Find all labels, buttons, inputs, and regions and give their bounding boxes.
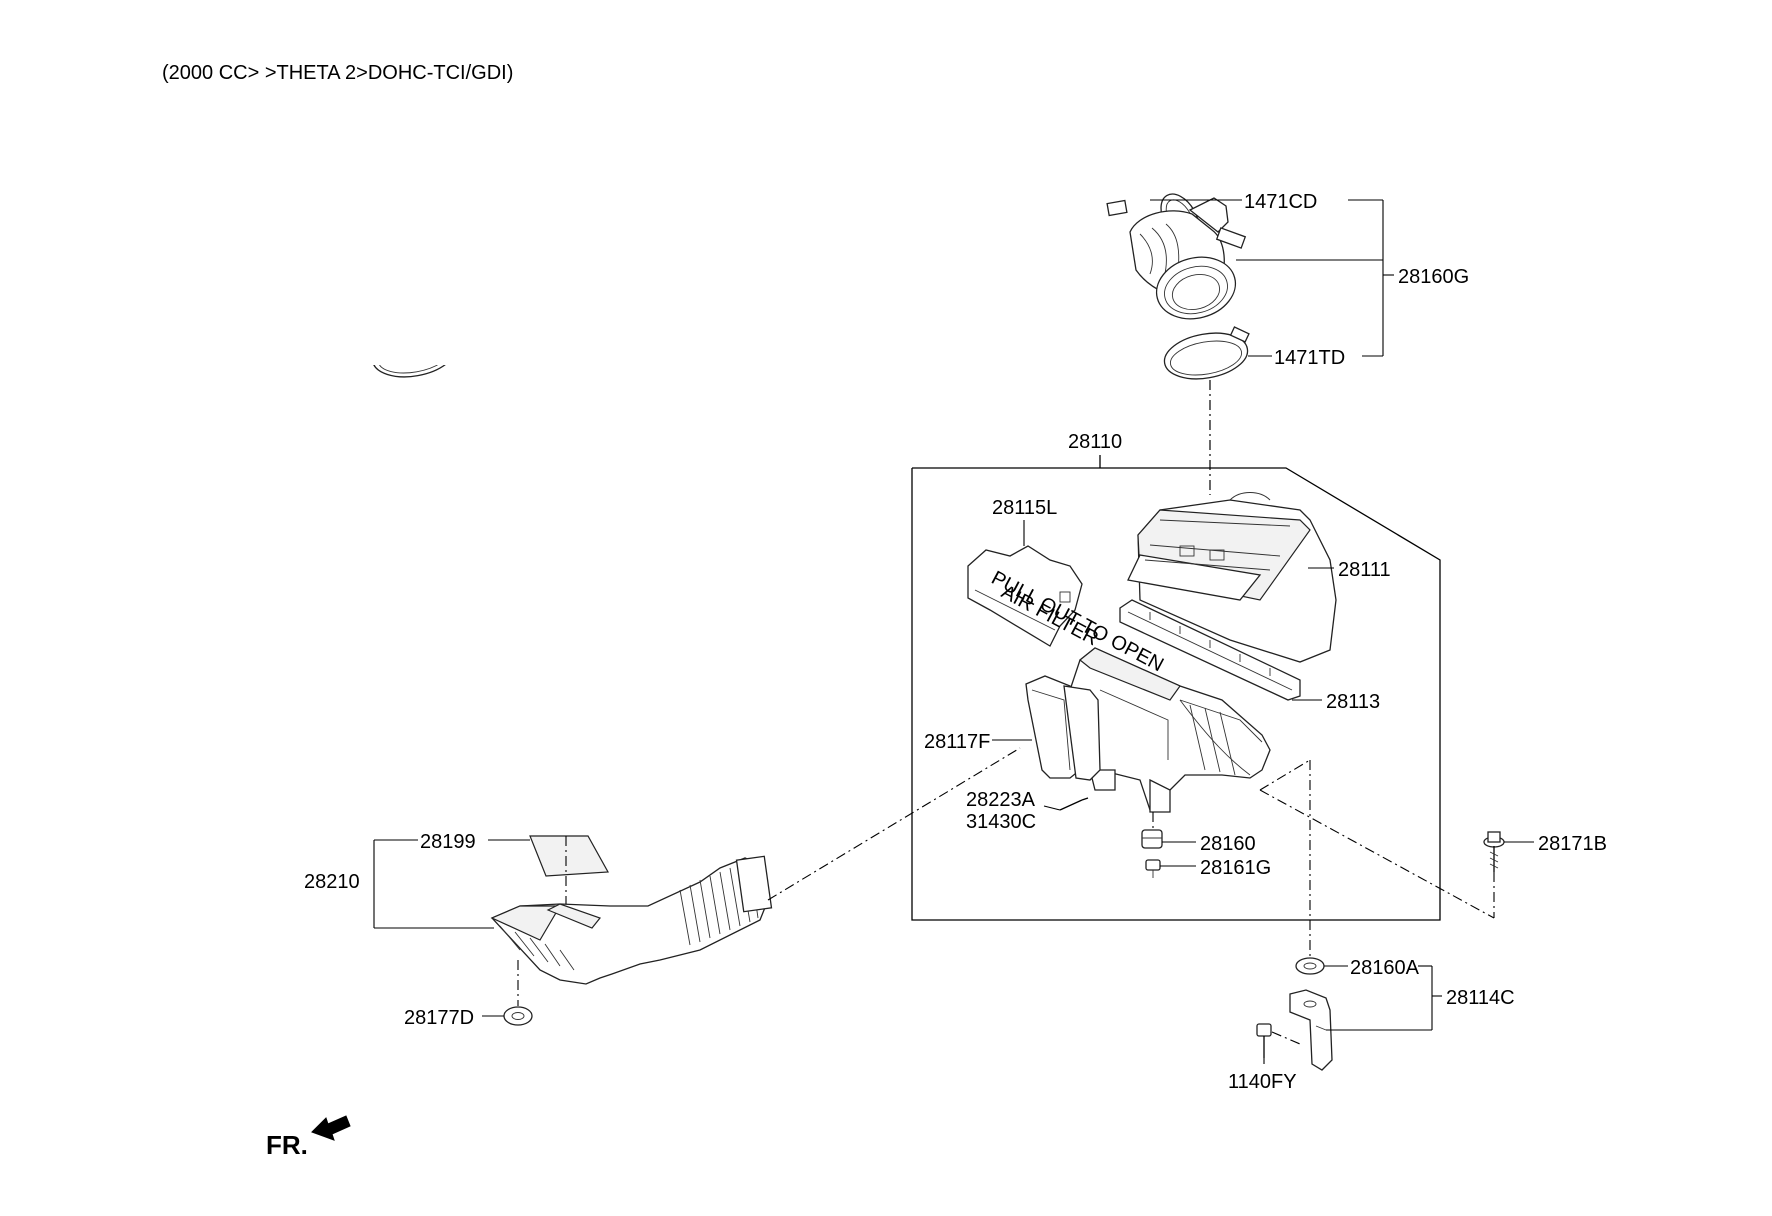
intake-hose-assembly-final	[1106, 193, 1250, 380]
hose-leader-lines	[1150, 199, 1394, 357]
label-28114C: 28114C	[1446, 987, 1515, 1009]
leader-28114C	[1324, 965, 1442, 1031]
label-28210: 28210	[304, 871, 360, 893]
air-cleaner-assembly-outline	[911, 455, 1441, 921]
label-28110: 28110	[1068, 431, 1122, 453]
leader-28210	[373, 839, 530, 929]
dashed-connections	[517, 747, 1495, 1006]
duct-strip	[546, 903, 601, 929]
bolt-28171B	[1483, 831, 1505, 872]
label-1471TD: 1471TD	[1274, 347, 1345, 369]
grommet-28160A	[1295, 957, 1325, 975]
grommet-28177D	[503, 1006, 533, 1026]
duct-label-sticker	[529, 835, 609, 877]
bolt-28223A	[1059, 797, 1089, 811]
label-1140FY: 1140FY	[1228, 1071, 1297, 1093]
label-28177D: 28177D	[404, 1007, 474, 1029]
grommet-28160	[1141, 829, 1163, 849]
bolt-1140FY	[1256, 1023, 1301, 1058]
filter-element-frame	[1119, 599, 1301, 701]
label-28160A: 28160A	[1350, 957, 1420, 979]
label-28223A: 28223A	[966, 789, 1036, 811]
label-28199: 28199	[420, 831, 476, 853]
air-cleaner-lower-housing	[1069, 647, 1271, 813]
leader-28223A	[1043, 805, 1061, 811]
label-28113: 28113	[1326, 691, 1380, 713]
label-28115L: 28115L	[992, 497, 1057, 519]
label-28161G: 28161G	[1200, 857, 1271, 879]
label-28160G: 28160G	[1398, 266, 1469, 288]
label-1471CD: 1471CD	[1244, 191, 1317, 213]
mounting-bracket	[1289, 989, 1333, 1071]
label-28111: 28111	[1338, 559, 1391, 581]
label-31430C: 31430C	[966, 811, 1036, 833]
diagram-title: (2000 CC> >THETA 2>DOHC-TCI/GDI)	[162, 62, 513, 84]
air-cleaner-lid	[1127, 492, 1337, 663]
front-orientation-label: FR.	[266, 1130, 308, 1160]
label-28160: 28160	[1200, 833, 1256, 855]
front-arrow-icon	[311, 1115, 351, 1141]
resonator	[1025, 675, 1101, 781]
label-28117F: 28117F	[924, 731, 990, 753]
label-28171B: 28171B	[1538, 833, 1607, 855]
air-intake-duct	[490, 855, 773, 985]
collar-28161G	[1145, 859, 1161, 878]
